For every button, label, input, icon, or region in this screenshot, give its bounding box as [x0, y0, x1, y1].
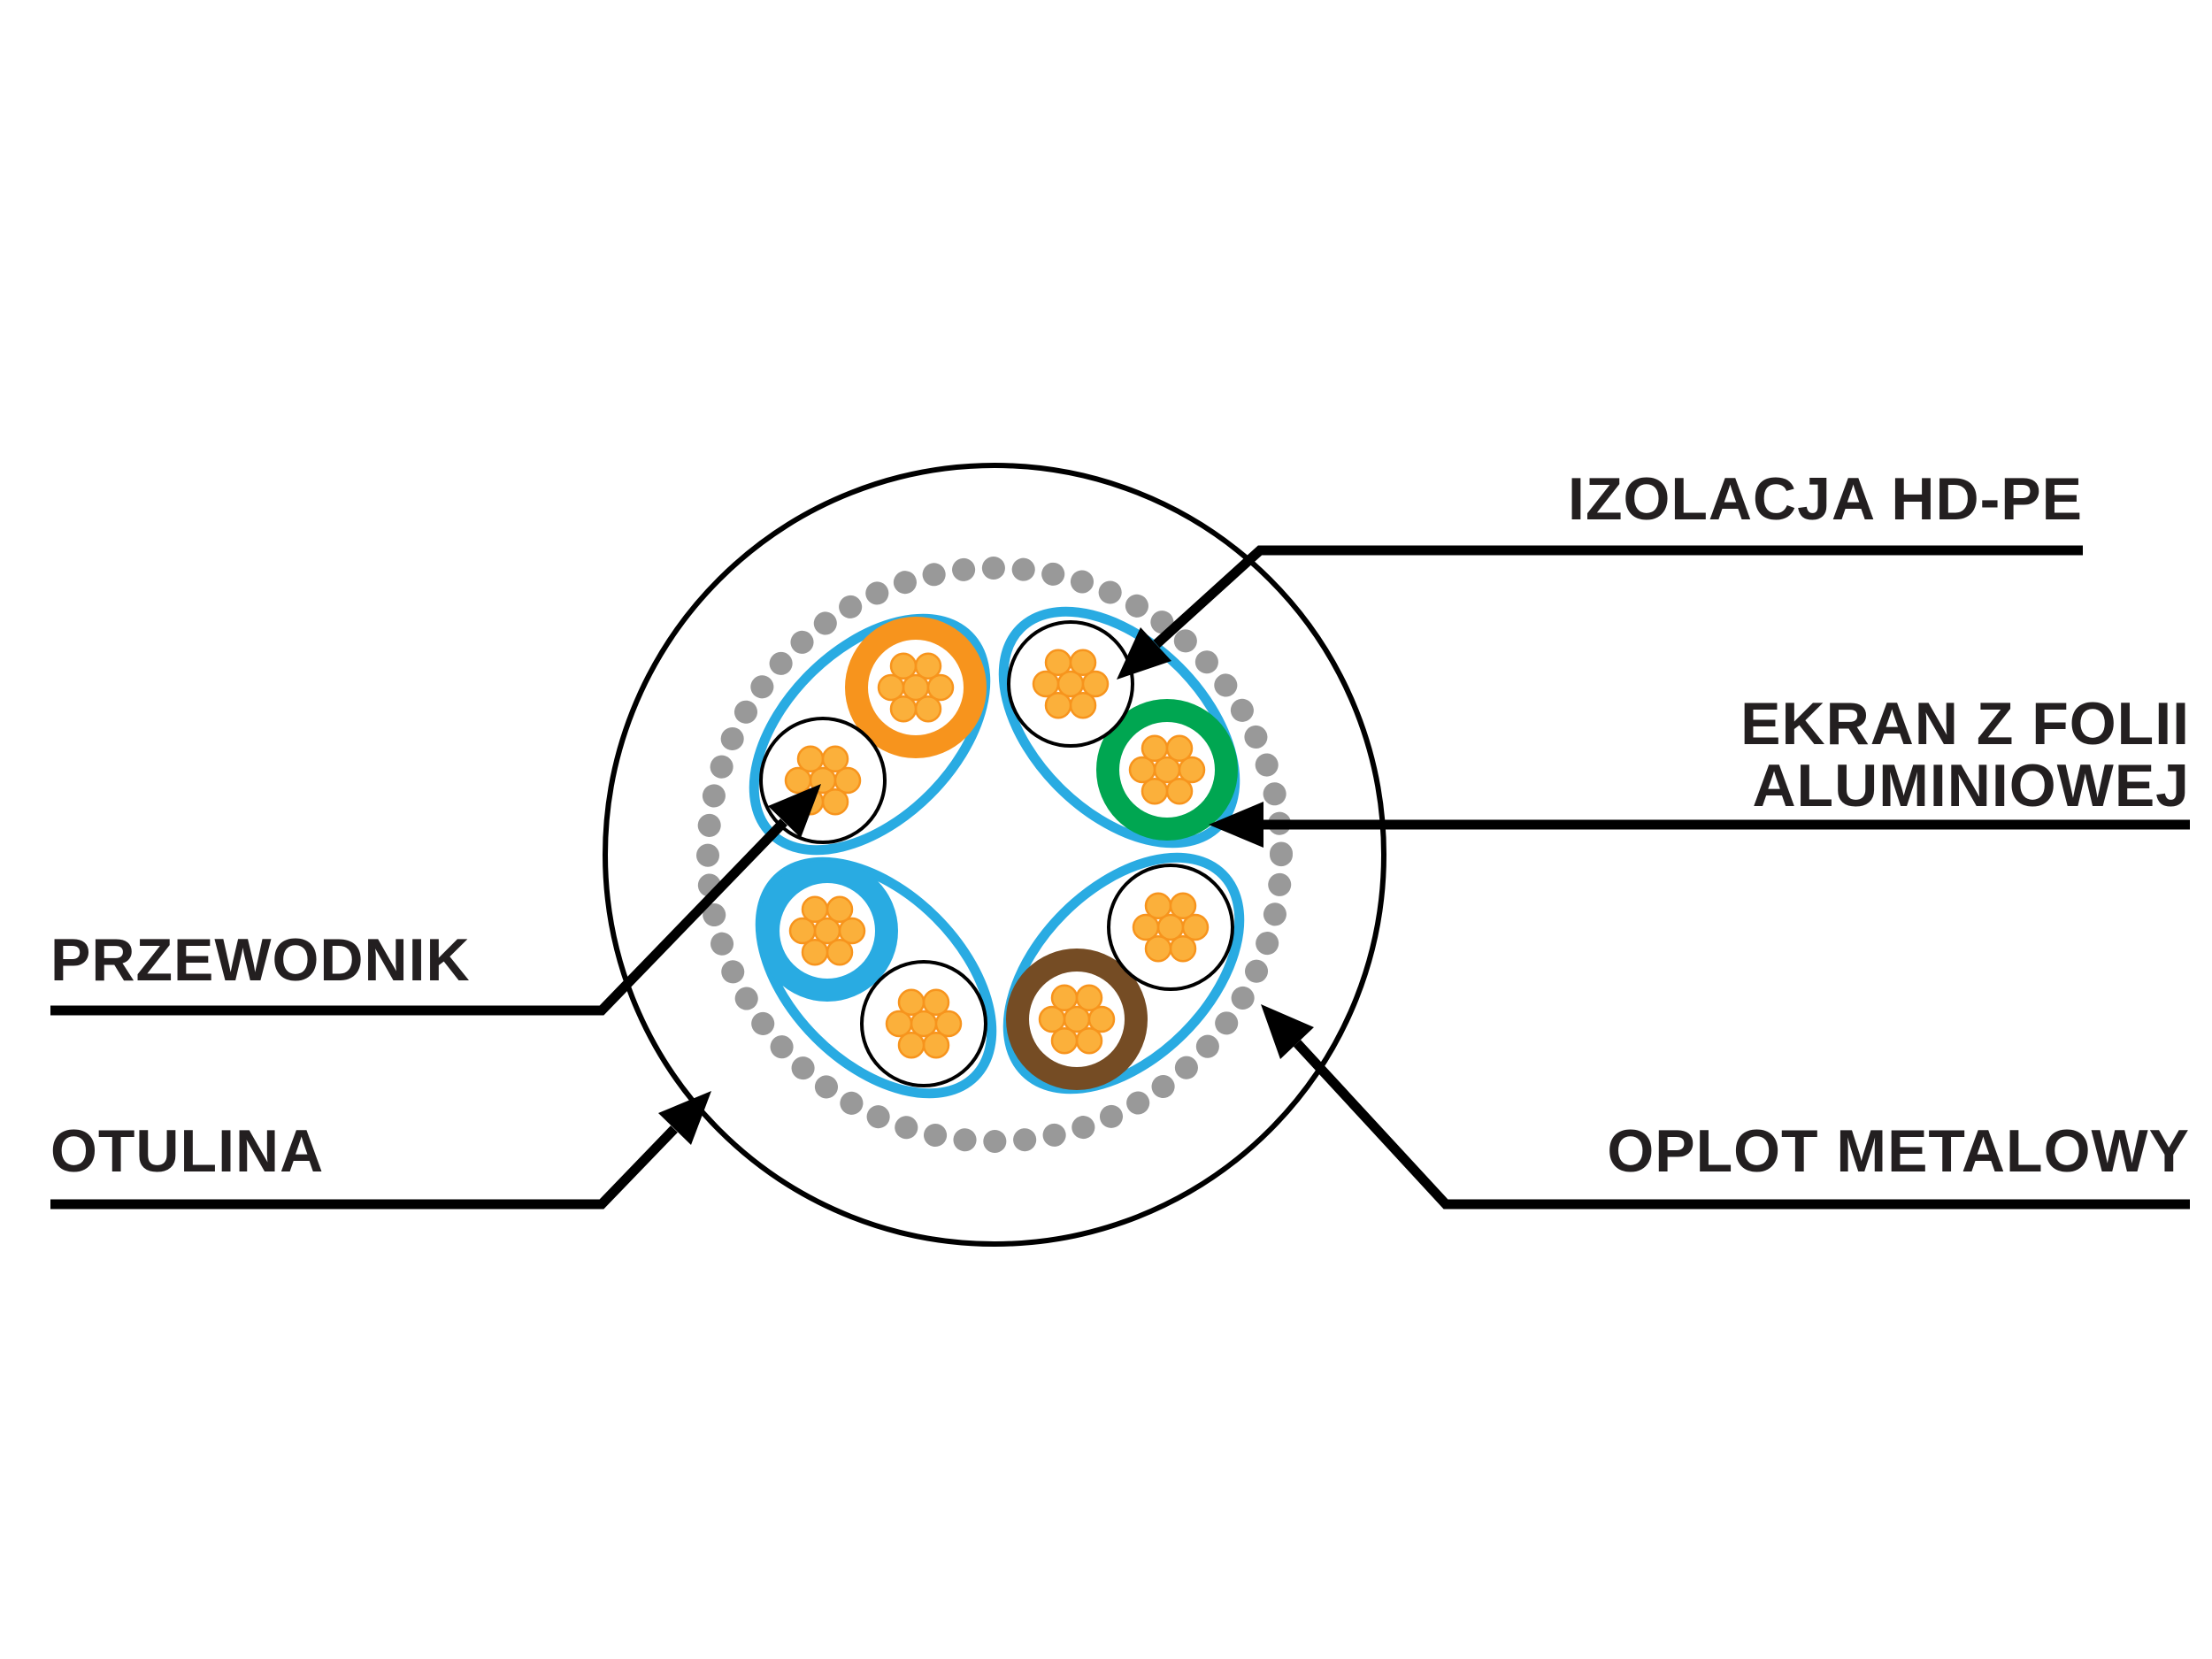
label-izolacja: IZOLACJA HD-PE [1568, 465, 2083, 533]
arrowhead-oplot [1261, 1004, 1314, 1059]
annotation-otulina: OTULINA [50, 1091, 711, 1210]
annotation-przewodnik: PRZEWODNIK [50, 784, 821, 1016]
label-przewodnik: PRZEWODNIK [50, 926, 471, 994]
arrowhead-ekran [1209, 802, 1263, 848]
metal-braid-ring [696, 557, 1293, 1153]
arrowhead-otulina [658, 1091, 711, 1145]
label-otulina: OTULINA [50, 1118, 324, 1185]
pointer-line-otulina [50, 1125, 678, 1210]
annotation-ekran: EKRAN Z FOLII ALUMINIOWEJ [1209, 690, 2190, 848]
label-ekran-line1: EKRAN Z FOLII [1740, 690, 2190, 757]
annotation-oplot: OPLOT METALOWY [1261, 1004, 2190, 1210]
pointer-line-przewodnik [50, 818, 787, 1016]
cable-jacket-circle [603, 463, 1386, 1247]
pointer-line-oplot [1293, 1040, 2190, 1210]
arrowhead-izolacja [1117, 627, 1171, 680]
label-oplot: OPLOT METALOWY [1607, 1118, 2190, 1185]
pointer-line-izolacja [1153, 545, 2083, 649]
annotation-izolacja: IZOLACJA HD-PE [1117, 465, 2083, 680]
arrowhead-przewodnik [768, 784, 821, 838]
label-ekran-line2: ALUMINIOWEJ [1752, 752, 2190, 819]
